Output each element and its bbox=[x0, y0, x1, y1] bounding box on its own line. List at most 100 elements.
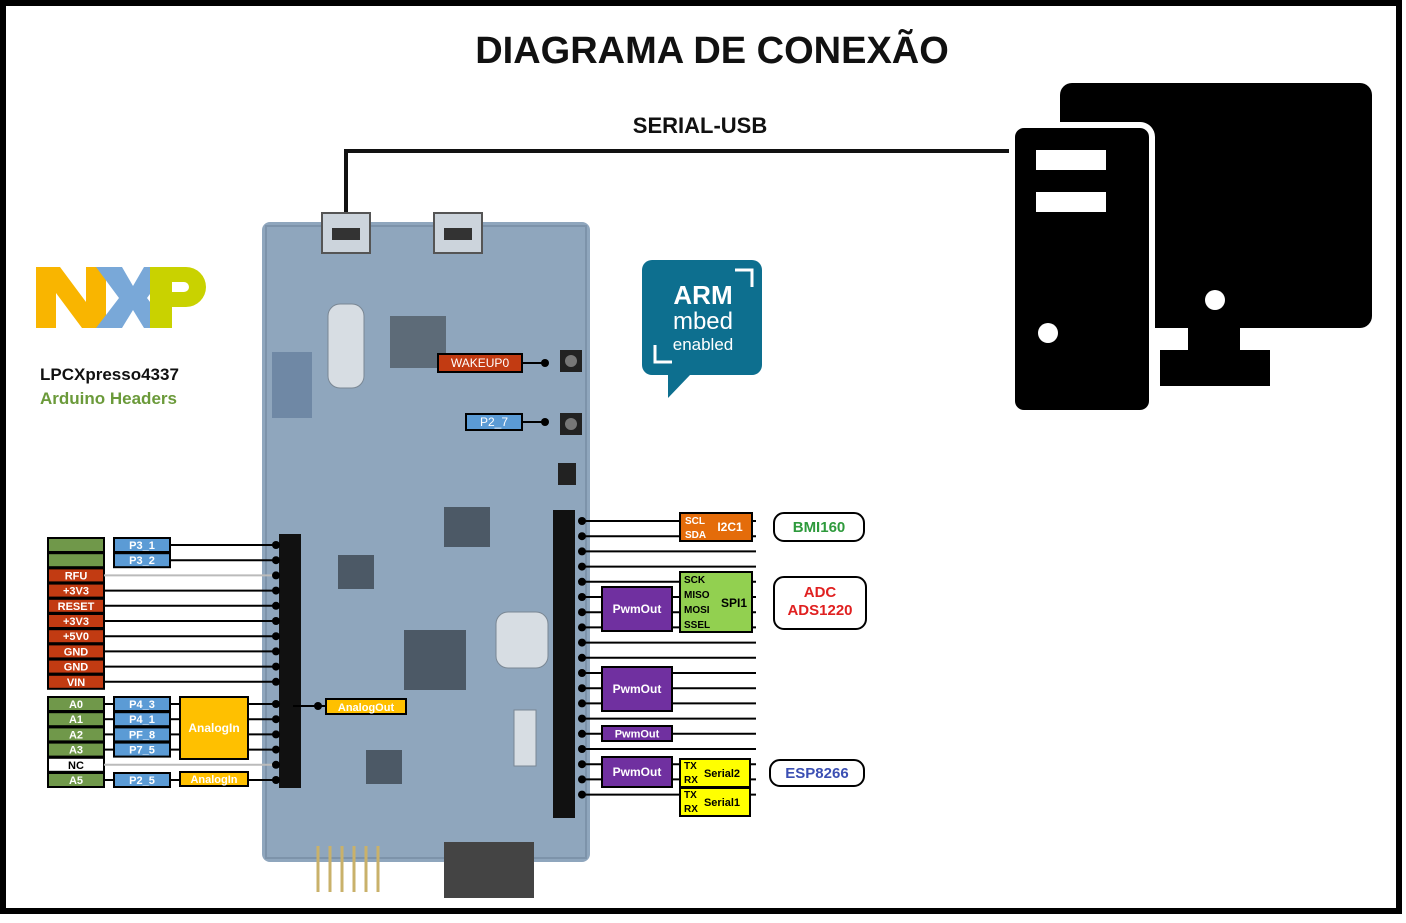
bmi160-device bbox=[773, 512, 865, 542]
spi-pin: MOSI bbox=[684, 605, 710, 616]
svg-text:WAKEUP0: WAKEUP0 bbox=[451, 356, 510, 370]
pwm-out-block bbox=[601, 666, 673, 712]
analog-pin-label-text: A1 bbox=[69, 714, 83, 726]
analog-pin-label-text: A3 bbox=[69, 745, 83, 757]
bmi160-device-name: BMI160 bbox=[793, 519, 846, 536]
pin-dot bbox=[272, 617, 280, 625]
desktop-computer-icon bbox=[1009, 83, 1372, 416]
pwm-out-block bbox=[601, 756, 673, 788]
pin-dot bbox=[578, 532, 586, 541]
pin-dot bbox=[272, 632, 280, 641]
power-pin-label-text: VIN bbox=[67, 677, 85, 689]
pin-dot bbox=[272, 662, 280, 671]
i2c-pin-sda: SDA bbox=[685, 530, 706, 541]
i2c-block bbox=[679, 512, 753, 542]
board-subtitle: Arduino Headers bbox=[40, 389, 177, 408]
analog-pin-label-text: A0 bbox=[69, 699, 83, 711]
analog-in-group-text: AnalogIn bbox=[188, 721, 239, 735]
power-pin-label-text: RESET bbox=[58, 601, 95, 613]
left-pin-name-text: P3_2 bbox=[129, 555, 155, 567]
spi-pin: MISO bbox=[684, 590, 710, 601]
analog-pin-label-text: A2 bbox=[69, 729, 83, 741]
usb-connector-icon bbox=[433, 212, 483, 254]
pwm-out-block bbox=[601, 725, 673, 742]
analog-pin-label-text: A5 bbox=[69, 775, 83, 787]
svg-text:mbed: mbed bbox=[673, 308, 733, 335]
pin-dot bbox=[272, 556, 280, 565]
pin-dot bbox=[272, 647, 280, 656]
pin-dot bbox=[578, 608, 586, 617]
pwm-out-spi bbox=[601, 586, 673, 632]
isp-pin-label: P2_7 bbox=[465, 413, 549, 431]
left-pin-name-text: P4_3 bbox=[129, 699, 155, 711]
adc-device bbox=[773, 576, 867, 630]
pin-dot bbox=[272, 760, 280, 769]
pin-dot bbox=[578, 517, 586, 525]
pin-dot bbox=[272, 730, 280, 739]
spi-name: SPI1 bbox=[721, 596, 747, 610]
adc-device-line2: ADS1220 bbox=[787, 602, 852, 619]
analog-pin-label-text: NC bbox=[68, 760, 84, 772]
serial2-block bbox=[679, 758, 751, 788]
pin-dot bbox=[578, 760, 586, 769]
esp8266-device bbox=[769, 759, 865, 787]
pin-dot bbox=[578, 684, 586, 693]
pwm-out-spi-text: PwmOut bbox=[613, 602, 662, 616]
svg-text:enabled: enabled bbox=[673, 335, 734, 354]
analog-out-label: AnalogOut bbox=[293, 698, 407, 715]
serial2-rx: RX bbox=[684, 775, 698, 786]
svg-text:P2_7: P2_7 bbox=[480, 415, 508, 429]
left-pin-name-text: P4_1 bbox=[129, 714, 155, 726]
pin-dot bbox=[272, 541, 280, 549]
nxp-logo bbox=[36, 267, 206, 328]
power-pin-label-text: +3V3 bbox=[63, 586, 89, 598]
serial-usb-cable bbox=[344, 149, 1030, 222]
diagram-title: DIAGRAMA DE CONEXÃO bbox=[475, 28, 949, 72]
pin-dot bbox=[578, 577, 586, 586]
board-name: LPCXpresso4337 bbox=[40, 365, 179, 384]
pin-dot bbox=[578, 638, 586, 647]
pin-dot bbox=[578, 790, 586, 799]
pc-tower-icon bbox=[1009, 122, 1225, 416]
serial1-rx: RX bbox=[684, 804, 698, 815]
power-pin-label-text: GND bbox=[64, 662, 89, 674]
pin-dot bbox=[578, 669, 586, 677]
serial1-block bbox=[679, 787, 751, 817]
pin-dot bbox=[578, 562, 586, 571]
left-header-label bbox=[47, 537, 105, 553]
pin-dot bbox=[578, 593, 586, 601]
pin-dot bbox=[578, 745, 586, 753]
svg-text:ARM: ARM bbox=[673, 280, 732, 310]
left-header-label bbox=[47, 552, 105, 569]
pin-dot bbox=[578, 714, 586, 723]
left-pin-name-text: PF_8 bbox=[129, 729, 155, 741]
esp8266-device-name: ESP8266 bbox=[785, 765, 848, 782]
svg-text:AnalogOut: AnalogOut bbox=[338, 702, 395, 714]
serial1-tx: TX bbox=[684, 790, 697, 801]
power-pin-label-text: +3V3 bbox=[63, 616, 89, 628]
power-pin-label-text: GND bbox=[64, 646, 89, 658]
pin-dot bbox=[578, 775, 586, 784]
pin-dot bbox=[578, 729, 586, 738]
spi-pin: SCK bbox=[684, 575, 706, 586]
serial2-name: Serial2 bbox=[704, 768, 740, 780]
serial1-name: Serial1 bbox=[704, 797, 740, 809]
wakeup-label: WAKEUP0 bbox=[437, 353, 549, 373]
pwm-out-block-text: PwmOut bbox=[613, 765, 662, 779]
i2c-pin-scl: SCL bbox=[685, 516, 705, 527]
serial-usb-label: SERIAL-USB bbox=[633, 113, 767, 138]
pin-dot bbox=[272, 715, 280, 724]
power-pin-label-text: RFU bbox=[65, 570, 88, 582]
left-pin-name-text: P7_5 bbox=[129, 745, 155, 757]
left-pin-name-text: P3_1 bbox=[129, 540, 155, 552]
pin-dot bbox=[578, 547, 586, 556]
power-pin-label-text: +5V0 bbox=[63, 631, 89, 643]
analog-in-single-text: AnalogIn bbox=[190, 774, 237, 786]
pin-dot bbox=[272, 776, 280, 784]
pin-dot bbox=[272, 586, 280, 595]
pin-dot bbox=[578, 699, 586, 708]
spi-block bbox=[679, 571, 753, 633]
